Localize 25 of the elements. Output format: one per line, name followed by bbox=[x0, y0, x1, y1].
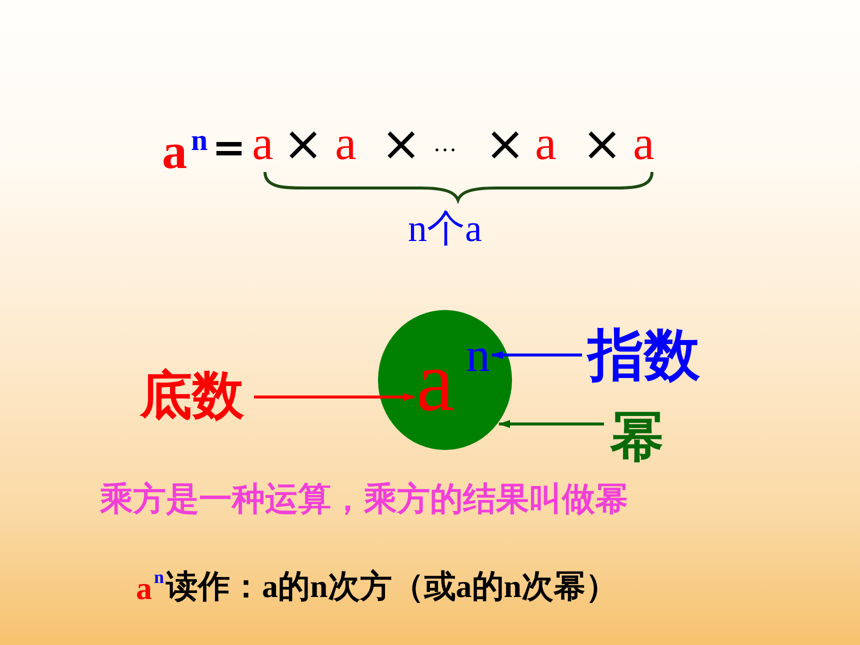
definition-sentence: 乘方是一种运算，乘方的结果叫做幂 bbox=[100, 482, 628, 515]
base-letter: a bbox=[416, 338, 454, 424]
arrow bbox=[491, 351, 582, 359]
times-sign: × bbox=[283, 120, 324, 168]
factor: a bbox=[335, 120, 356, 168]
arrow bbox=[254, 393, 415, 401]
exponent-label: 指数 bbox=[588, 328, 700, 384]
exponent-superscript: n bbox=[154, 568, 164, 586]
base-label: 底数 bbox=[140, 370, 244, 422]
reading-sentence: 读作：a的n次方（或a的n次幂） bbox=[166, 570, 618, 602]
exponent-base: a bbox=[136, 572, 152, 604]
exponent-superscript: n bbox=[191, 126, 208, 156]
arrow bbox=[498, 420, 604, 428]
ellipsis: … bbox=[433, 132, 457, 156]
times-sign: × bbox=[381, 120, 422, 168]
equals-sign: ＝ bbox=[206, 124, 252, 170]
factor: a bbox=[633, 120, 654, 168]
power-label: 幂 bbox=[610, 410, 664, 464]
factor: a bbox=[535, 120, 556, 168]
times-sign: × bbox=[485, 120, 526, 168]
brace-label: n个a bbox=[408, 210, 482, 248]
times-sign: × bbox=[582, 120, 622, 168]
exponent-letter: n bbox=[466, 332, 490, 380]
factor: a bbox=[252, 120, 274, 168]
exponent-base: a bbox=[162, 126, 187, 176]
